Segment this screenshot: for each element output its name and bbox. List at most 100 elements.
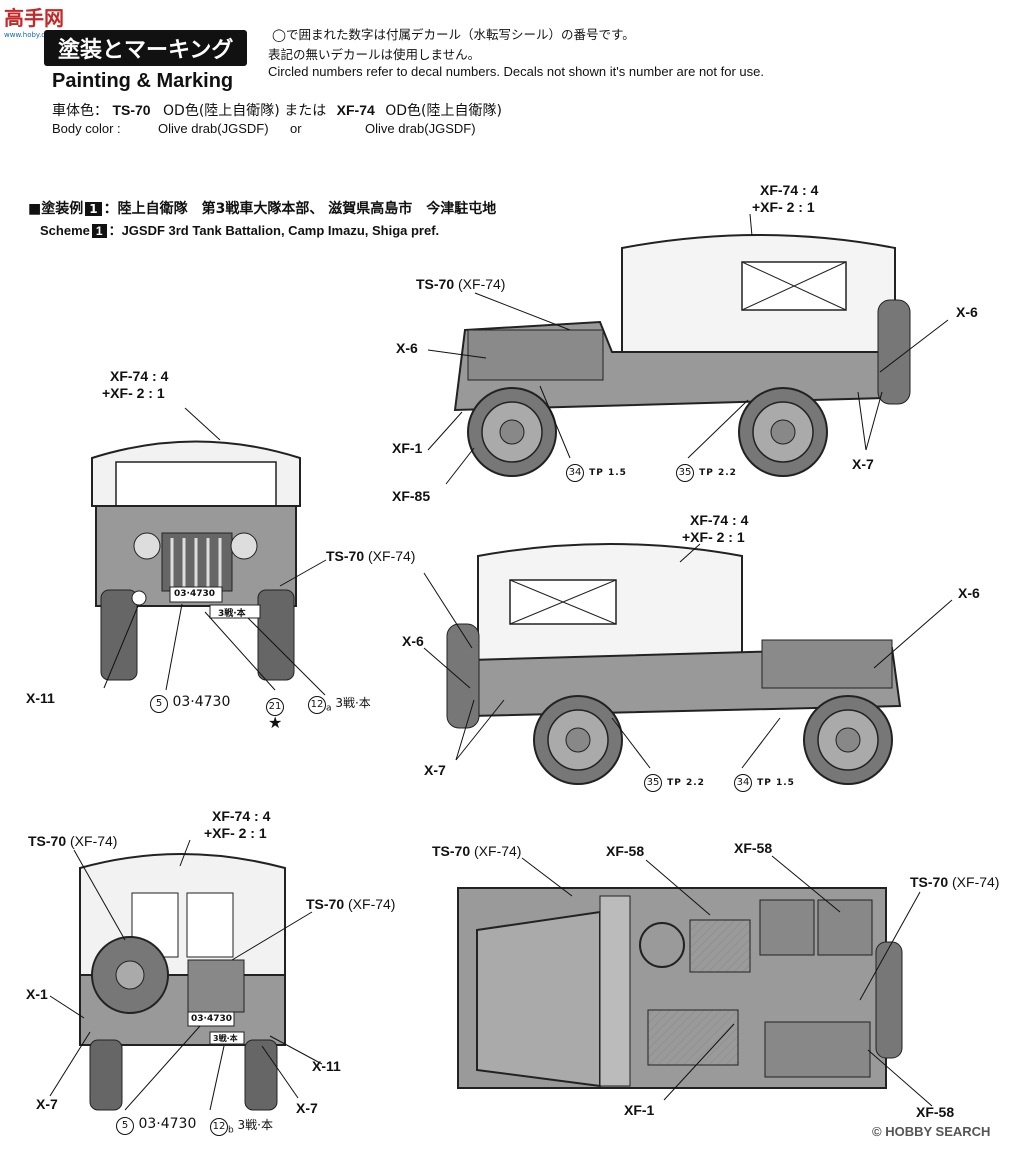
decal-5-circle: 5 [150,695,168,713]
top-xf1: XF-1 [624,1102,655,1118]
decal-35-circle: 35 [676,464,694,482]
decal-35b-circle: 35 [644,774,662,792]
top-view [457,887,903,1089]
side2-top-mix-b: +XF- 2 : 1 [682,529,745,545]
watermark-copyright: © [872,1124,882,1139]
rear-plate-text: 03·4730 [191,1014,232,1024]
paint2-code: XF-74 [336,102,375,118]
side1-rear-wheel [738,387,828,477]
side-view-left-facing [453,234,911,477]
decal-note-en: Circled numbers refer to decal numbers. … [268,64,764,79]
watermark-text: HOBBY SEARCH [885,1124,991,1139]
decal-note-jp-2: 表記の無いデカールは使用しません。 [268,47,481,62]
body-color-line-jp: 車体色： TS-70 OD色(陸上自衛隊) または XF-74 OD色(陸上自衛… [52,100,502,120]
top-xf58-bottom: XF-58 [916,1104,955,1120]
scheme-number: 1 [85,202,102,216]
paint1-en: Olive drab(JGSDF) [158,121,269,136]
side2-rear-wheel [533,695,623,785]
top-ts70-right-code: TS-70 [910,874,949,890]
rear-x7-right: X-7 [296,1100,318,1116]
side1-ts70-label: TS-70 (XF-74) [416,276,505,292]
side1-decal-35: 35 TP 2.2 [676,460,737,482]
body-color-label-jp: 車体色： [52,103,108,119]
side2-x6-right: X-6 [958,585,980,601]
decal-35b-tp: TP 2.2 [667,778,705,788]
side2-x6-left: X-6 [402,633,424,649]
side1-top-mix-a: XF-74 : 4 [760,182,819,198]
scheme-prefix-jp: ■塗装例 [28,201,84,217]
or-en: or [290,121,302,136]
decal-12b-circle: 12 [210,1118,228,1136]
side1-ts70-code: TS-70 [416,276,455,292]
side2-top-mix-a: XF-74 : 4 [690,512,749,528]
decal-12a-suffix: a [326,703,332,714]
or-jp: または [284,103,327,119]
side1-x6-left: X-6 [396,340,418,356]
front-top-mix-a: XF-74 : 4 [110,368,169,384]
side1-xf85: XF-85 [392,488,431,504]
paint1-code: TS-70 [112,102,151,118]
rear-view [79,853,286,1111]
front-ts70-paren: (XF-74) [368,548,416,564]
decal-5b-circle: 5 [116,1117,134,1135]
paint2-jp: OD色(陸上自衛隊) [385,103,502,119]
logo-text: 高手网 [4,6,64,30]
decal-12b-text: 3戦·本 [237,1118,273,1132]
front-unit-text: 3戦·本 [218,609,246,619]
rear-ts70-right-paren: (XF-74) [348,896,396,912]
side1-top-mix-b: +XF- 2 : 1 [752,199,815,215]
side2-decal-35: 35 TP 2.2 [644,770,705,792]
rear-ts70-right: TS-70 (XF-74) [306,896,395,912]
top-xf58-right: XF-58 [734,840,773,856]
paint2-en: Olive drab(JGSDF) [365,121,476,136]
front-ts70-code: TS-70 [326,548,365,564]
side2-front-wheel [803,695,893,785]
side1-front-wheel [467,387,557,477]
top-xf58-left: XF-58 [606,843,645,859]
side2-x7: X-7 [424,762,446,778]
top-ts70-left-code: TS-70 [432,843,471,859]
side1-decal-34: 34 TP 1.5 [566,460,627,482]
decal-34b-tp: TP 1.5 [757,778,795,788]
leader-lines [49,213,953,1111]
decal-5-text: 03·4730 [172,694,231,710]
side1-x6-right: X-6 [956,304,978,320]
front-view [91,440,301,681]
rear-ts70-right-code: TS-70 [306,896,345,912]
decal-21-circle: 21 [266,698,284,716]
rear-top-mix-a: XF-74 : 4 [212,808,271,824]
front-decal-21: 21 [266,694,284,716]
side2-decal-34: 34 TP 1.5 [734,770,795,792]
rear-x1: X-1 [26,986,48,1002]
top-ts70-right-paren: (XF-74) [952,874,1000,890]
page-title-jp: 塗装とマーキング [44,30,248,66]
front-top-mix-b: +XF- 2 : 1 [102,385,165,401]
decal-12b-suffix: b [228,1125,234,1136]
side1-xf1: XF-1 [392,440,423,456]
top-ts70-right: TS-70 (XF-74) [910,874,999,890]
rear-x11: X-11 [312,1058,341,1074]
decal-5b-text: 03·4730 [138,1116,197,1132]
decal-34-circle: 34 [566,464,584,482]
decal-12a-circle: 12 [308,696,326,714]
scheme-text-jp: ：陸上自衛隊 第3戦車大隊本部、 滋賀県高島市 今津駐屯地 [103,201,497,217]
front-decal-5: 5 03·4730 [150,694,230,713]
rear-decal-5: 5 03·4730 [116,1116,196,1135]
rear-ts70-left-paren: (XF-74) [70,833,118,849]
side-view-right-facing [446,543,902,785]
page-title-en: Painting & Marking [52,70,234,92]
site-logo: 高手网 www.hoby.com.cn [4,2,67,39]
front-star: ★ [268,713,283,732]
scheme-prefix-en: Scheme [40,223,90,238]
decal-34b-circle: 34 [734,774,752,792]
front-x11: X-11 [26,690,55,706]
front-ts70-label: TS-70 (XF-74) [326,548,415,564]
decal-12a-text: 3戦·本 [335,696,371,710]
rear-ts70-left-code: TS-70 [28,833,67,849]
logo-sub: www.hoby.com.cn [4,31,67,39]
